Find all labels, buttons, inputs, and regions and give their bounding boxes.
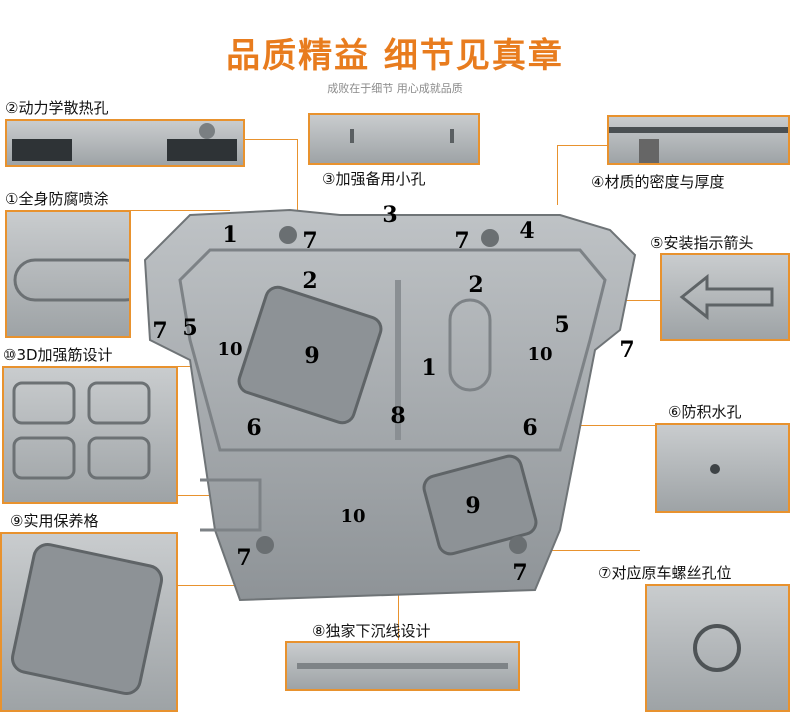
callout-label-1: ①全身防腐喷涂 — [5, 190, 109, 208]
connector-line — [245, 139, 297, 140]
marker-2: 2 — [302, 268, 317, 294]
detail-image-5 — [660, 253, 790, 341]
marker-2: 2 — [468, 272, 483, 298]
marker-9: 9 — [304, 343, 319, 369]
callout-label-10: ⑩3D加强筋设计 — [3, 346, 113, 364]
detail-image-9 — [0, 532, 178, 712]
detail-image-6 — [655, 423, 790, 513]
marker-1: 1 — [222, 222, 237, 248]
connector-line — [297, 139, 298, 269]
connector-line — [557, 145, 558, 205]
page-title: 品质精益 细节见真章 — [226, 36, 564, 76]
connector-line — [600, 300, 660, 301]
connector-line — [557, 145, 607, 146]
connector-line — [530, 550, 640, 551]
marker-7: 7 — [302, 228, 317, 254]
marker-10: 10 — [527, 344, 552, 365]
callout-label-4: ④材质的密度与厚度 — [591, 173, 725, 191]
marker-6: 6 — [522, 415, 537, 441]
marker-6: 6 — [246, 415, 261, 441]
marker-8: 8 — [390, 403, 405, 429]
detail-image-10 — [2, 366, 178, 504]
page-subtitle: 成败在于细节 用心成就品质 — [327, 82, 463, 95]
marker-7: 7 — [619, 337, 634, 363]
marker-10: 10 — [340, 506, 365, 527]
marker-7: 7 — [152, 318, 167, 344]
skid-plate-image: 1 1 2 2 3 4 5 5 6 6 7 7 7 7 7 7 8 9 9 10… — [143, 202, 637, 602]
marker-5: 5 — [554, 312, 569, 338]
detail-image-2 — [5, 119, 245, 167]
connector-line — [540, 425, 655, 426]
detail-image-7 — [645, 584, 790, 712]
detail-image-3 — [308, 113, 480, 165]
callout-label-6: ⑥防积水孔 — [668, 403, 742, 421]
marker-7: 7 — [512, 560, 527, 586]
detail-image-4 — [607, 115, 790, 165]
marker-5: 5 — [182, 315, 197, 341]
callout-label-8: ⑧独家下沉线设计 — [312, 622, 431, 640]
marker-7: 7 — [236, 545, 251, 571]
marker-7: 7 — [454, 228, 469, 254]
detail-image-8 — [285, 641, 520, 691]
callout-label-9: ⑨实用保养格 — [10, 512, 99, 530]
callout-label-2: ②动力学散热孔 — [5, 99, 109, 117]
marker-4: 4 — [519, 218, 534, 244]
marker-10: 10 — [217, 339, 242, 360]
marker-1: 1 — [421, 355, 436, 381]
callout-label-5: ⑤安装指示箭头 — [650, 234, 754, 252]
callout-label-3: ③加强备用小孔 — [322, 170, 426, 188]
marker-3: 3 — [382, 202, 397, 228]
connector-line — [130, 210, 230, 211]
detail-image-1 — [5, 210, 131, 338]
marker-9: 9 — [465, 493, 480, 519]
callout-label-7: ⑦对应原车螺丝孔位 — [598, 564, 732, 582]
